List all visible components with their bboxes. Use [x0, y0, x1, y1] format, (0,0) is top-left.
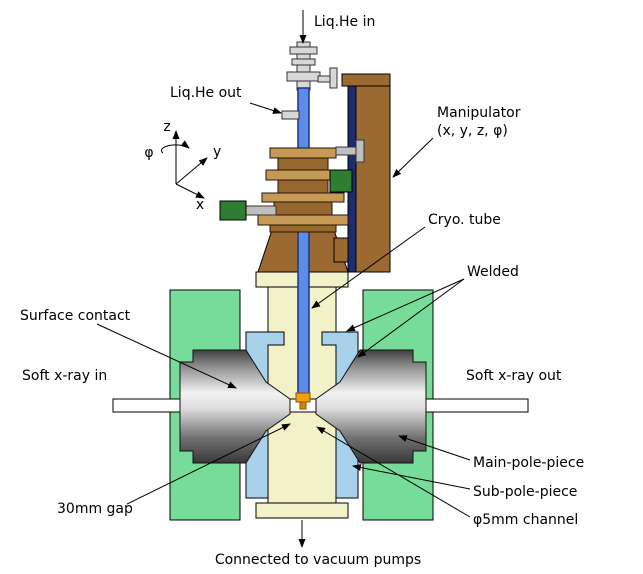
arrow-surface-contact — [96, 323, 237, 389]
label-cryo-tube: Cryo. tube — [428, 212, 501, 228]
stack-side-arm-left — [245, 205, 277, 216]
arrow-cryo-tube — [311, 226, 426, 309]
feedthrough-left — [219, 200, 247, 221]
axis-phi-arc — [160, 140, 190, 154]
stack-flange-1 — [269, 147, 337, 159]
he-outlet-stub — [281, 110, 300, 120]
label-sub-pole-piece: Sub-pole-piece — [473, 484, 577, 500]
he-inlet-side-bar — [329, 67, 338, 89]
label-manipulator-2: (x, y, z, φ) — [437, 123, 508, 139]
label-30mm-gap: 30mm gap — [57, 501, 133, 517]
sample-holder — [295, 392, 311, 403]
label-soft-xray-in: Soft x-ray in — [22, 368, 107, 384]
arrow-channel — [316, 426, 471, 518]
axis-y — [175, 157, 208, 185]
stack-flange-2 — [265, 169, 341, 181]
stack-flange-4 — [257, 214, 349, 226]
arrow-sub-pole — [352, 464, 471, 490]
label-axis-phi: φ — [144, 145, 153, 161]
label-manipulator-1: Manipulator — [437, 105, 521, 121]
label-welded: Welded — [467, 264, 519, 280]
axis-x — [175, 183, 205, 199]
main-pole-piece-right — [315, 349, 427, 464]
stack-flange-3 — [261, 192, 345, 203]
manipulator-plate — [355, 83, 391, 273]
arrow-main-pole — [398, 435, 471, 461]
label-vacuum-pumps: Connected to vacuum pumps — [215, 552, 421, 568]
label-main-pole-piece: Main-pole-piece — [473, 455, 584, 471]
label-surface-contact: Surface contact — [20, 308, 131, 324]
manipulator-top-cap — [341, 73, 391, 87]
arrow-welded-1 — [346, 278, 465, 332]
arrow-gap — [126, 423, 291, 505]
chamber-bottom-flange — [255, 502, 349, 519]
label-soft-xray-out: Soft x-ray out — [466, 368, 562, 384]
stack-spacer-1 — [277, 157, 329, 171]
label-liq-he-out: Liq.He out — [170, 85, 242, 101]
arrow-manipulator — [392, 137, 434, 178]
arrow-welded-2 — [357, 278, 465, 358]
he-inlet-flange-1 — [289, 46, 318, 55]
stack-spacer-3 — [273, 201, 333, 216]
stack-spacer-4 — [269, 224, 337, 233]
cryo-tube — [297, 87, 310, 397]
stack-side-bar-right — [355, 139, 365, 163]
label-axis-y: y — [213, 144, 221, 160]
he-inlet-flange-3 — [286, 71, 321, 82]
sample-stem — [299, 401, 307, 410]
feedthrough-right — [329, 169, 353, 193]
label-5mm-channel: φ5mm channel — [473, 512, 578, 528]
arrow-liq-he-out — [249, 102, 282, 114]
he-inlet-flange-2 — [291, 58, 316, 66]
label-liq-he-in: Liq.He in — [314, 14, 375, 30]
label-axis-x: x — [196, 197, 204, 213]
stack-spacer-2 — [277, 179, 329, 194]
main-pole-piece-left — [179, 349, 291, 464]
label-axis-z: z — [163, 119, 170, 135]
